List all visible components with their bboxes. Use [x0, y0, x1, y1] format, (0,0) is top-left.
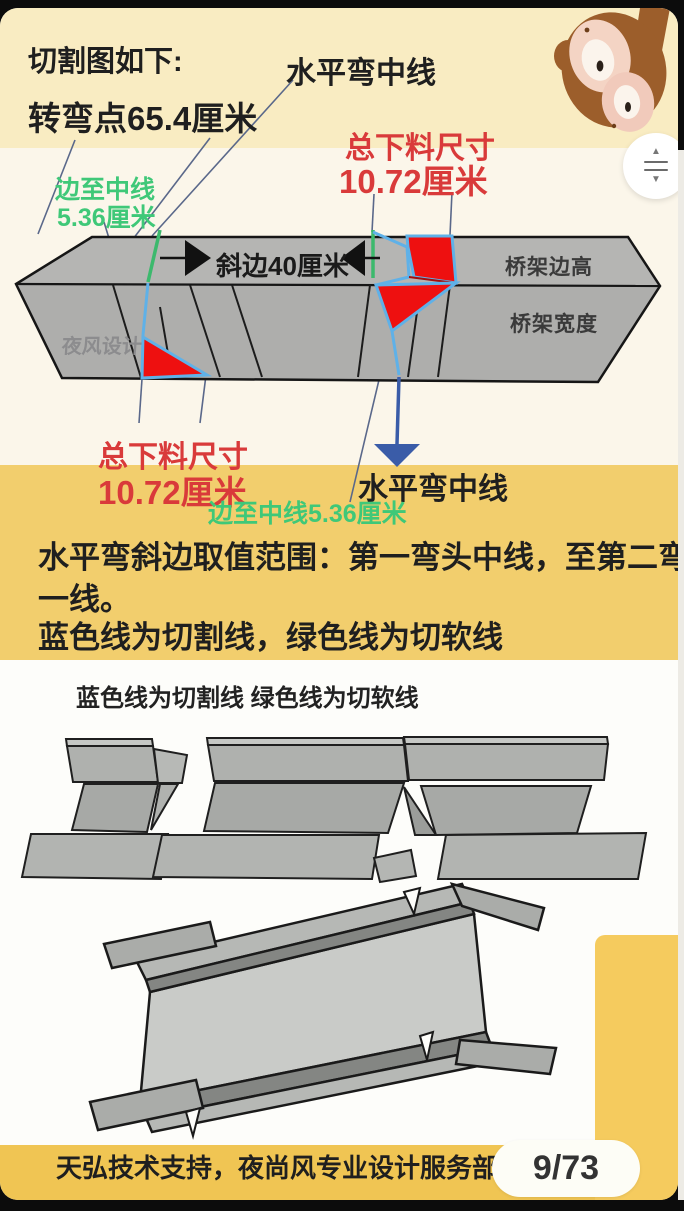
edge-to-center-label-bottom: 边至中线5.36厘米 — [208, 500, 407, 528]
range-note-line3: 蓝色线为切割线，绿色线为切软线 — [38, 620, 503, 655]
footer-credit: 天弘技术支持，夜尚风专业设计服务部 — [56, 1153, 499, 1183]
center-line-label-bottom: 水平弯中线 — [358, 473, 508, 506]
watermark-text: 夜风设计 — [61, 336, 143, 358]
total-cut-size-value-top: 10.72厘米 — [339, 163, 488, 200]
page-indicator: 9/73 — [492, 1140, 640, 1197]
page-indicator-text: 9/73 — [532, 1149, 600, 1187]
monkey-illustration — [554, 8, 670, 132]
render-white-section — [0, 660, 678, 1145]
total-cut-size-title-top: 总下料尺寸 — [345, 132, 495, 165]
turning-point-label: 转弯点65.4厘米 — [28, 100, 258, 137]
tray-width-label: 桥架宽度 — [510, 313, 598, 336]
menu-line-icon — [644, 161, 668, 163]
total-cut-size-title-bottom: 总下料尺寸 — [98, 441, 248, 474]
note-yellow-band — [0, 465, 678, 660]
total-cut-size-value-bottom: 10.72厘米 — [98, 474, 247, 511]
tray-side-height-label: 桥架边高 — [505, 256, 593, 279]
center-line-label-top: 水平弯中线 — [286, 57, 436, 90]
hypotenuse-label: 斜边40厘米 — [216, 251, 349, 281]
chevron-down-icon: ▼ — [651, 174, 661, 185]
cutting-diagram-label: 切割图如下: — [28, 46, 183, 78]
chevron-up-icon: ▲ — [651, 146, 661, 157]
page-scroll-button[interactable]: ▲ ▼ — [623, 133, 678, 199]
edge-to-center-label-line2: 5.36厘米 — [57, 204, 156, 232]
menu-line-icon — [644, 169, 668, 171]
range-note-line2: 一线。 — [38, 582, 131, 617]
slide-page[interactable]: ▲ ▼ 切割图如下: 转弯点65.4厘米 水平弯中线 总下料尺寸 10.72厘米… — [0, 8, 678, 1200]
edge-to-center-label-line1: 边至中线 — [55, 176, 156, 204]
range-note-line1: 水平弯斜边取值范围：第一弯头中线，至第二弯头第 — [38, 540, 678, 575]
screen-edge-strip — [678, 150, 684, 1200]
line-legend-note: 蓝色线为切割线 绿色线为切软线 — [76, 685, 419, 712]
